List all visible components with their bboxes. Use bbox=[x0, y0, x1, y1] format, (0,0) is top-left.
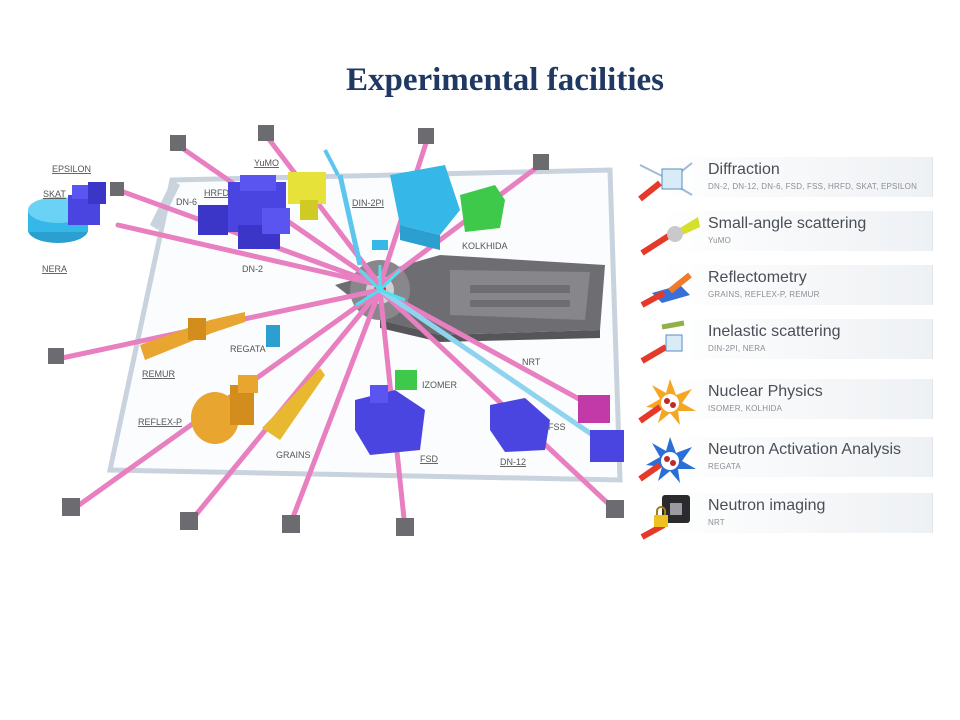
label-izomer: IZOMER bbox=[422, 380, 457, 390]
label-reflexp: REFLEX-P bbox=[138, 417, 182, 427]
dn12-instrument bbox=[490, 398, 550, 452]
legend-title: Neutron imaging bbox=[708, 497, 826, 514]
legend-item-small-angle: Small-angle scattering YuMO bbox=[620, 209, 935, 261]
legend-title: Small-angle scattering bbox=[708, 215, 867, 232]
label-yumo: YuMO bbox=[254, 158, 279, 168]
reflectometry-icon bbox=[640, 272, 692, 308]
legend-title: Nuclear Physics bbox=[708, 383, 823, 400]
label-dn6: DN-6 bbox=[176, 197, 197, 207]
legend-title: Diffraction bbox=[708, 161, 780, 178]
inelastic-icon bbox=[640, 320, 685, 364]
diffraction-icon bbox=[638, 162, 693, 202]
legend-subtitle: GRAINS, REFLEX-P, REMUR bbox=[708, 290, 820, 299]
legend-title: Neutron Activation Analysis bbox=[708, 441, 901, 458]
legend-subtitle: ISOMER, KOLHIDA bbox=[708, 404, 783, 413]
label-grains: GRAINS bbox=[276, 450, 311, 460]
fss-instrument bbox=[590, 430, 624, 462]
label-epsilon: EPSILON bbox=[52, 164, 91, 174]
legend-item-activation: Neutron Activation Analysis REGATA bbox=[620, 435, 935, 487]
legend-item-nuclear: Nuclear Physics ISOMER, KOLHIDA bbox=[620, 377, 935, 429]
legend-subtitle: DIN-2PI, NERA bbox=[708, 344, 766, 353]
legend-subtitle: REGATA bbox=[708, 462, 741, 471]
nuclear-icon bbox=[638, 379, 696, 425]
reactor-core-burst bbox=[355, 265, 406, 307]
label-kolkhida: KOLKHIDA bbox=[462, 241, 508, 251]
label-fss: FSS bbox=[548, 422, 566, 432]
legend-item-inelastic: Inelastic scattering DIN-2PI, NERA bbox=[620, 317, 935, 369]
beam-light-blue-2 bbox=[337, 174, 363, 266]
activation-icon bbox=[638, 437, 696, 483]
label-fsd: FSD bbox=[420, 454, 439, 464]
izomer-instrument bbox=[395, 370, 417, 390]
kolkhida-instrument bbox=[460, 185, 505, 232]
beam-light-blue-1 bbox=[378, 287, 602, 443]
hrfd-instrument bbox=[198, 175, 290, 249]
page-title: Experimental facilities bbox=[345, 62, 664, 98]
nrt-instrument bbox=[578, 395, 610, 423]
small-angle-icon bbox=[640, 217, 700, 256]
label-dn12: DN-12 bbox=[500, 457, 526, 467]
legend-subtitle: YuMO bbox=[708, 236, 732, 245]
legend-item-reflectometry: Reflectometry GRAINS, REFLEX-P, REMUR bbox=[620, 263, 935, 315]
label-din2pi: DIN-2PI bbox=[352, 198, 384, 208]
epsilon-instrument bbox=[88, 182, 106, 204]
regata-instrument bbox=[266, 325, 280, 347]
yumo-instrument bbox=[288, 172, 326, 220]
label-regata: REGATA bbox=[230, 344, 266, 354]
imaging-icon bbox=[640, 495, 690, 540]
grains-instrument bbox=[262, 368, 325, 440]
beam-stops bbox=[48, 125, 624, 536]
legend-subtitle: NRT bbox=[708, 518, 725, 527]
legend-item-diffraction: Diffraction DN-2, DN-12, DN-6, FSD, FSS,… bbox=[620, 155, 935, 207]
legend-title: Reflectometry bbox=[708, 269, 807, 286]
reflexp-instrument bbox=[191, 375, 258, 444]
legend-item-imaging: Neutron imaging NRT bbox=[620, 491, 935, 543]
label-hrfd: HRFD bbox=[204, 188, 229, 198]
label-skat: SKAT bbox=[43, 189, 66, 199]
din2pi-instrument bbox=[372, 165, 460, 250]
label-nera: NERA bbox=[42, 264, 67, 274]
fsd-instrument bbox=[355, 385, 425, 455]
label-nrt: NRT bbox=[522, 357, 541, 367]
label-dn2: DN-2 bbox=[242, 264, 263, 274]
label-remur: REMUR bbox=[142, 369, 175, 379]
beam-light-blue-3 bbox=[323, 149, 340, 176]
legend-subtitle: DN-2, DN-12, DN-6, FSD, FSS, HRFD, SKAT,… bbox=[708, 182, 918, 191]
legend-title: Inelastic scattering bbox=[708, 323, 841, 340]
remur-instrument bbox=[140, 312, 245, 360]
